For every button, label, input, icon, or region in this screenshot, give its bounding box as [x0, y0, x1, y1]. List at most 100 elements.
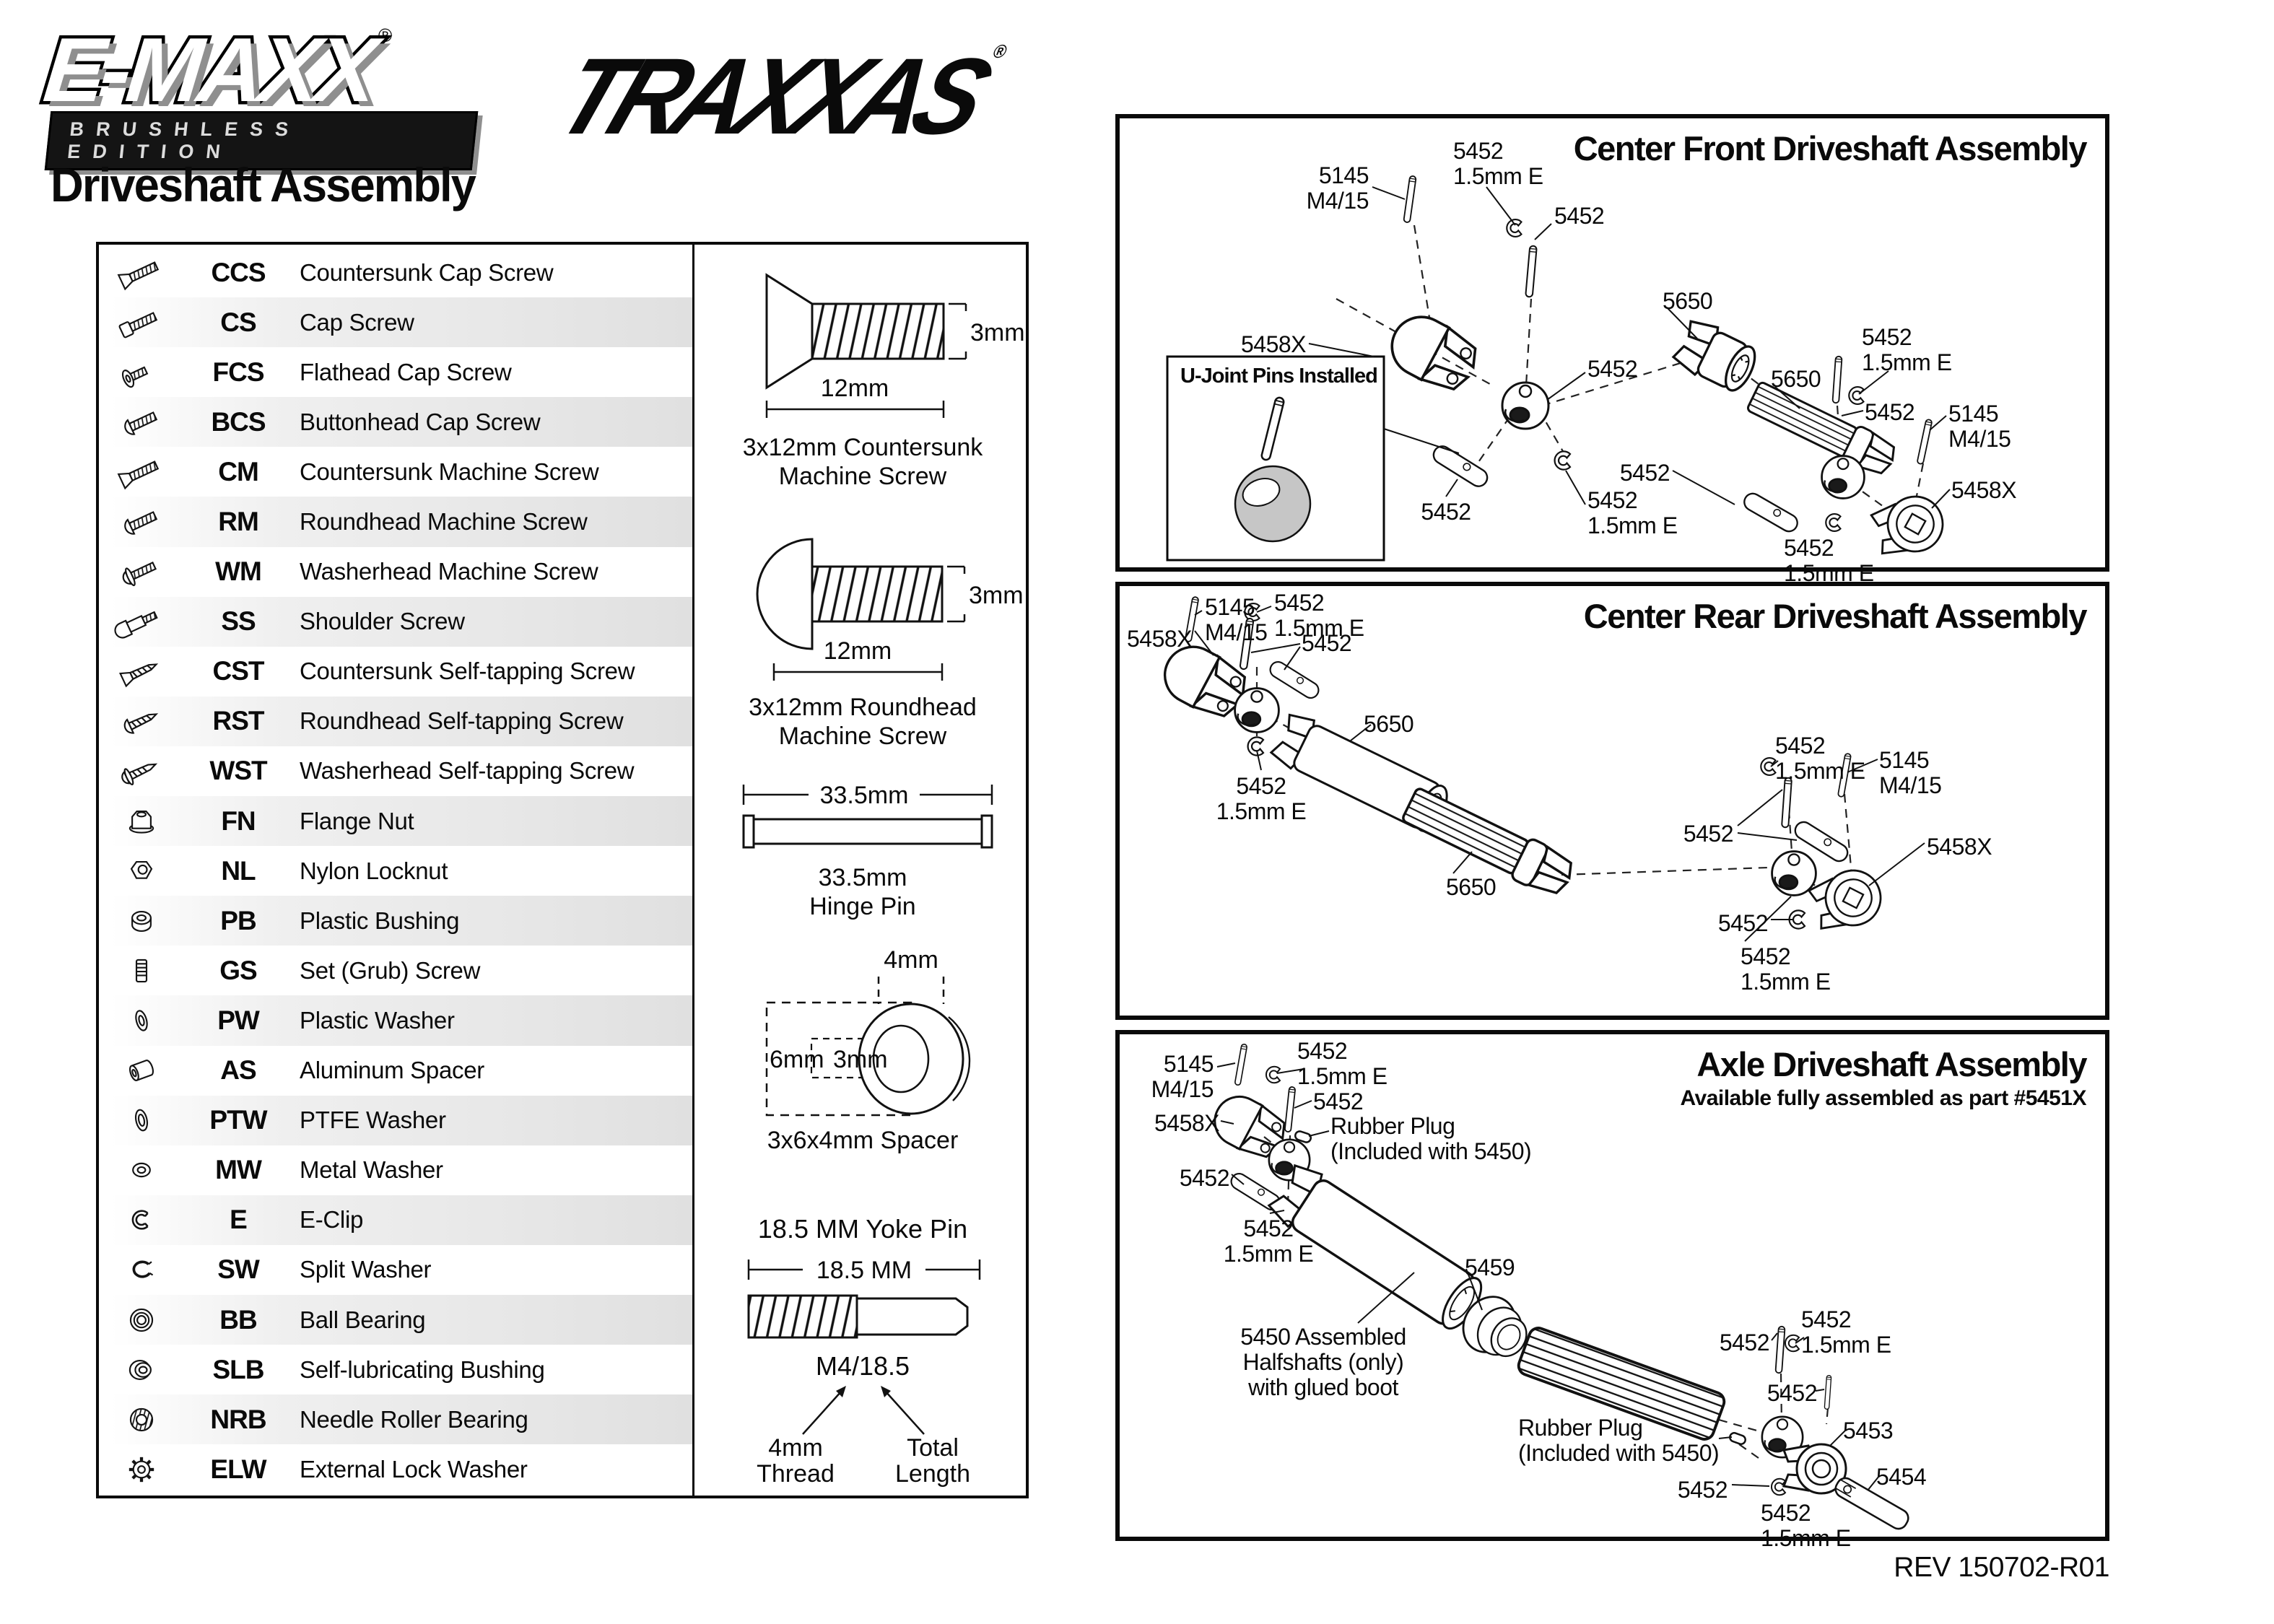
- legend-name: External Lock Washer: [300, 1455, 528, 1483]
- u-joint-cross-part: [1821, 455, 1865, 499]
- axle-driveshaft-panel: Axle Driveshaft Assembly Available fully…: [1115, 1030, 2109, 1551]
- part-callout: 5452 1.5mm E: [1223, 1215, 1314, 1267]
- svg-text:33.5mm: 33.5mm: [820, 782, 909, 809]
- legend-abbr: PW: [217, 1005, 260, 1035]
- registered-mark: ®: [378, 25, 393, 46]
- svg-text:4mm: 4mm: [768, 1434, 823, 1462]
- legend-name: Roundhead Self-tapping Screw: [300, 707, 624, 735]
- csk-icon: [99, 451, 184, 493]
- svg-text:3mm: 3mm: [969, 582, 1024, 609]
- part-callout: 5650: [1771, 366, 1821, 392]
- legend-row-as: AS Aluminum Spacer: [99, 1046, 692, 1096]
- svg-text:12mm: 12mm: [821, 375, 889, 402]
- part-callout: 5650: [1364, 711, 1414, 737]
- legend-name: PTFE Washer: [300, 1106, 446, 1134]
- part-callout: 5145 M4/15: [1306, 162, 1369, 214]
- cap-icon: [99, 302, 184, 344]
- part-callout: 5452: [1587, 356, 1638, 382]
- legend-abbr: SW: [217, 1254, 260, 1285]
- u-joint-cross-part: [1234, 687, 1280, 733]
- part-callout: 5452: [1719, 1330, 1770, 1355]
- part-callout: 5452: [1554, 203, 1605, 229]
- legend-name: Plastic Bushing: [300, 907, 460, 934]
- part-callout: 5452 1.5mm E: [1453, 138, 1543, 190]
- part-callout: 5452 1.5mm E: [1297, 1038, 1388, 1090]
- e-clip-part: [1848, 386, 1865, 405]
- legend-name: Metal Washer: [300, 1156, 443, 1184]
- button-icon: [99, 501, 184, 543]
- yoke-pin-part: [1403, 175, 1417, 224]
- e-clip-part: [1265, 1065, 1281, 1084]
- svg-text:3mm: 3mm: [970, 319, 1025, 346]
- part-callout: 5650: [1446, 874, 1497, 900]
- part-callout: 5458X: [1126, 626, 1193, 652]
- svg-text:3x12mm Countersunk: 3x12mm Countersunk: [743, 434, 984, 461]
- cross-pin-part: [1824, 1374, 1832, 1410]
- u-joint-inset: [1166, 355, 1385, 562]
- svg-text:M4/18.5: M4/18.5: [816, 1351, 910, 1381]
- traxxas-logo: TRAXXAS®: [542, 35, 1011, 157]
- leader-lines: [1216, 1062, 1880, 1491]
- yoke-pin-part: [1916, 418, 1933, 466]
- e-clip-part: [1760, 757, 1777, 776]
- cross-pin-part: [1781, 777, 1792, 829]
- svg-text:3x6x4mm Spacer: 3x6x4mm Spacer: [767, 1127, 959, 1154]
- legend-abbr: AS: [220, 1055, 256, 1086]
- part-callout: 5452: [1302, 630, 1352, 656]
- flathead-icon: [99, 352, 184, 393]
- roundhead-screw-figure: 3mm 12mm 3x12mm Roundhead Machine Screw: [749, 538, 1024, 750]
- legend-name: Aluminum Spacer: [300, 1057, 484, 1084]
- stub-shaft-part: [1740, 489, 1802, 536]
- panel-subtitle: Available fully assembled as part #5451X: [1680, 1086, 2086, 1110]
- stub-shaft-part: [1429, 442, 1491, 491]
- svg-text:Machine Screw: Machine Screw: [779, 463, 947, 490]
- legend-row-rst: RST Roundhead Self-tapping Screw: [99, 696, 692, 746]
- legend-abbr: MW: [215, 1155, 262, 1185]
- legend-name: Countersunk Machine Screw: [300, 458, 599, 485]
- exploded-diagram: [1154, 595, 1925, 942]
- svg-text:Machine Screw: Machine Screw: [779, 722, 947, 750]
- legend-name: Countersunk Self-tapping Screw: [300, 658, 635, 685]
- svg-text:Total: Total: [907, 1434, 959, 1462]
- part-callout: 5145 M4/15: [1879, 747, 1942, 799]
- svg-text:33.5mm: 33.5mm: [819, 864, 907, 891]
- legend-abbr: PB: [220, 905, 256, 935]
- u-joint-cross-part: [1771, 850, 1817, 896]
- part-callout: U-Joint Pins Installed: [1180, 364, 1378, 388]
- legend-abbr: RST: [212, 706, 265, 736]
- cross-pin-part: [1831, 355, 1843, 404]
- legend-abbr: RM: [218, 507, 259, 537]
- part-callout: 5452: [1865, 399, 1915, 425]
- part-callout: 5452 1.5mm E: [1741, 943, 1831, 995]
- button-icon: [99, 401, 184, 443]
- fn-icon: [99, 800, 184, 842]
- legend-abbr: CST: [212, 656, 265, 686]
- part-callout: 5452: [1767, 1380, 1818, 1406]
- svg-text:18.5 MM Yoke Pin: 18.5 MM Yoke Pin: [758, 1214, 967, 1244]
- part-callout: 5452 1.5mm E: [1761, 1500, 1851, 1552]
- legend-abbr: BB: [219, 1304, 257, 1335]
- washerhd-icon: [99, 551, 184, 593]
- elw-icon: [99, 1449, 184, 1490]
- e-icon: [99, 1199, 184, 1241]
- e-clip-part: [1784, 1334, 1800, 1353]
- legend-name: Flange Nut: [300, 807, 414, 834]
- part-callout: 5452: [1313, 1088, 1364, 1114]
- legend-row-mw: MW Metal Washer: [99, 1145, 692, 1195]
- legend-name: Shoulder Screw: [300, 608, 465, 635]
- svg-text:6mm: 6mm: [770, 1046, 824, 1073]
- flanged-yoke-part: [1868, 489, 1951, 563]
- hardware-figures: 3mm 12mm 3x12mm Countersunk Machine Scre…: [742, 273, 1025, 1488]
- legend-name: Buttonhead Cap Screw: [300, 408, 541, 435]
- legend-abbr: SS: [221, 606, 256, 637]
- splined-coupler-part: [1669, 314, 1764, 398]
- e-clip-part: [1247, 736, 1265, 756]
- svg-text:Length: Length: [895, 1460, 970, 1488]
